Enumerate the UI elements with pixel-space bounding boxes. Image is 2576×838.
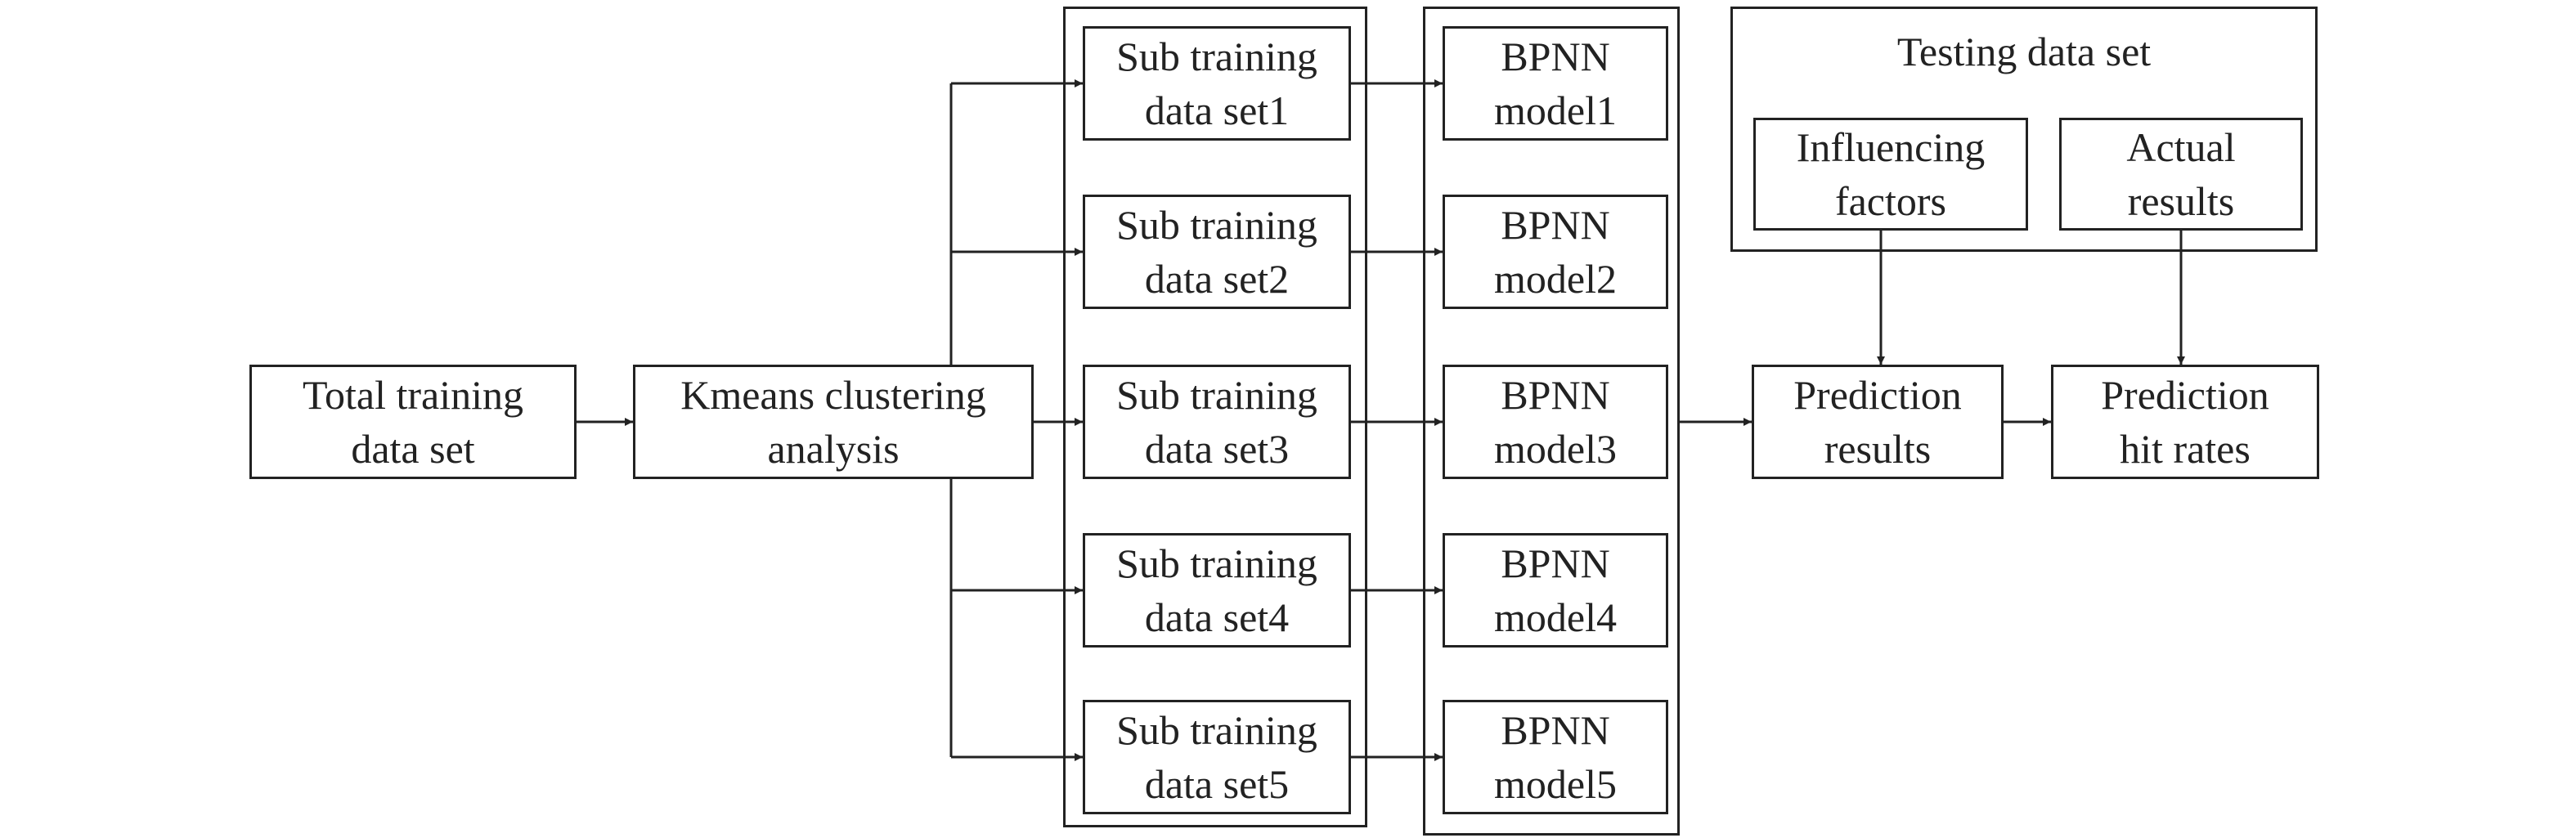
sub-set-node-5: Sub training data set5 [1083,700,1351,814]
prediction-hit-rates-node: Prediction hit rates [2051,365,2319,479]
total-training-node: Total training data set [249,365,577,479]
sub-set-node-2: Sub training data set2 [1083,195,1351,309]
sub-set-node-3: Sub training data set3 [1083,365,1351,479]
bpnn-model-node-4: BPNN model4 [1443,533,1668,648]
prediction-results-node: Prediction results [1752,365,2004,479]
bpnn-model-node-1: BPNN model1 [1443,26,1668,141]
sub-set-node-1: Sub training data set1 [1083,26,1351,141]
bpnn-model-node-5: BPNN model5 [1443,700,1668,814]
testing-data-group-title: Testing data set [1896,29,2152,74]
sub-training-group [1063,7,1367,827]
testing-data-group [1730,7,2318,252]
actual-results-node: Actual results [2059,118,2303,231]
influencing-factors-node: Influencing factors [1753,118,2028,231]
bpnn-model-node-3: BPNN model3 [1443,365,1668,479]
kmeans-node: Kmeans clustering analysis [633,365,1034,479]
sub-set-node-4: Sub training data set4 [1083,533,1351,648]
bpnn-model-node-2: BPNN model2 [1443,195,1668,309]
